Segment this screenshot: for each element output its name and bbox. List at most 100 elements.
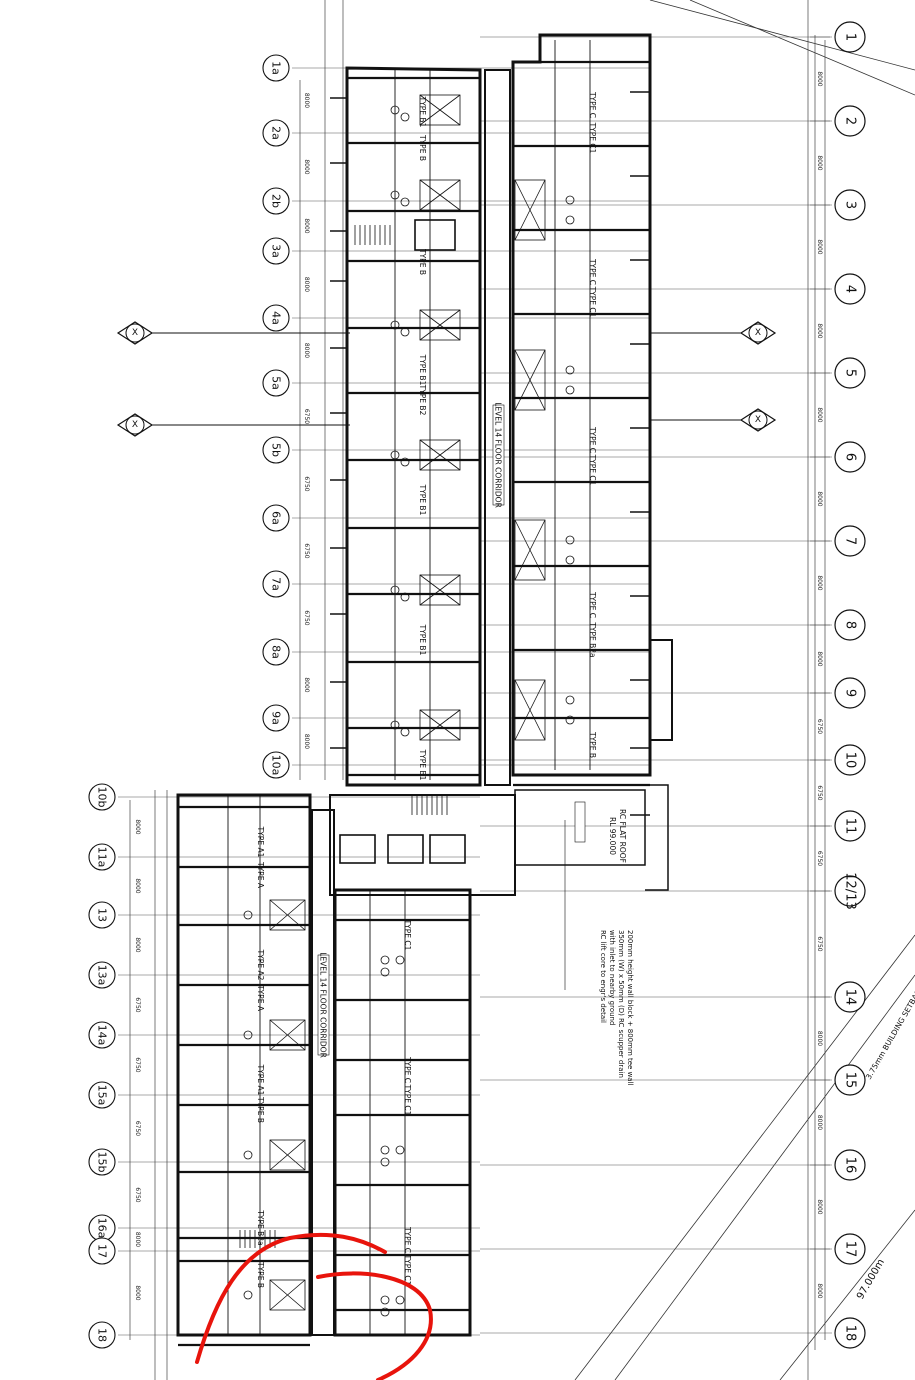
roof-edge <box>645 784 669 891</box>
unit-type-label: TYPE C1 <box>403 1254 412 1286</box>
wc-fixture <box>380 1307 390 1317</box>
grid-bubble-label: 11 <box>843 818 858 835</box>
section-marker-label: X <box>755 415 761 425</box>
shaft-cross <box>419 179 461 211</box>
grid-bubble-label: 15 <box>843 1072 858 1089</box>
grid-bubble: 15 <box>834 1064 866 1096</box>
unit-type-label: TYPE B <box>588 731 597 758</box>
unit-type-label: TYPE B <box>256 1096 265 1123</box>
service-shaft <box>419 439 461 471</box>
dim-label: 8000 <box>303 343 310 358</box>
grid-bubble-label: 11a <box>96 847 109 868</box>
grid-bubble: 2b <box>262 187 290 215</box>
dim-label: 8000 <box>816 155 823 170</box>
grid-bubble: 1 <box>834 21 866 53</box>
dim-label: 6750 <box>303 476 310 491</box>
vertical-guide-lines <box>129 0 826 1380</box>
grid-bubble: 4a <box>262 304 290 332</box>
grid-bubble-circle <box>88 1021 116 1049</box>
rc-roof-zone <box>514 789 646 866</box>
grid-bubble-label: 16 <box>843 1157 858 1174</box>
unit-type-label: TYPE B <box>256 1261 265 1288</box>
section-marker-label: X <box>132 420 138 430</box>
grid-bubble: 9 <box>834 677 866 709</box>
dim-label: 6750 <box>134 1057 141 1072</box>
lift-car <box>339 834 376 864</box>
note-3: with inlet to nearby ground <box>608 930 616 1025</box>
grid-bubble-label: 17 <box>96 1244 109 1258</box>
grid-bubble-circle <box>262 638 290 666</box>
unit-type-label: TYPE C1 <box>403 919 412 951</box>
grid-bubble-label: 2b <box>270 194 283 208</box>
grid-bubble-circle <box>262 187 290 215</box>
service-shaft <box>419 309 461 341</box>
grid-bubble: 14 <box>834 981 866 1013</box>
unit-type-label: TYPE C1 <box>403 1084 412 1116</box>
grid-bubble-circle <box>834 273 866 305</box>
shaft-cross <box>269 1139 306 1171</box>
wc-fixture <box>400 457 410 467</box>
section-marker: X <box>650 321 777 345</box>
wc-fixture <box>390 720 400 730</box>
grid-bubble: 6 <box>834 441 866 473</box>
grid-bubble-label: 14 <box>843 989 858 1006</box>
grid-bubble-circle <box>834 609 866 641</box>
wc-fixture <box>395 955 405 965</box>
grid-bubble-circle <box>834 1149 866 1181</box>
grid-bubbles-left: 1a2a2b3a4a5a5b6a7a8a9a10a10b11a1313a14a1… <box>88 54 290 1349</box>
grid-bubble: 9a <box>262 704 290 732</box>
grid-bubble-label: 8 <box>843 621 858 629</box>
rc-roof-sub-text: RL 99.000 <box>608 817 617 855</box>
grid-bubble-circle <box>262 704 290 732</box>
unit-type-label: TYPE A <box>256 861 265 889</box>
shaft-cross <box>419 709 461 741</box>
service-shaft <box>514 179 546 241</box>
service-shaft <box>269 899 306 931</box>
grid-bubble-label: 9 <box>843 689 858 697</box>
red-markup <box>195 1232 433 1380</box>
unit-type-label: TYPE C1 <box>588 286 597 318</box>
setback-lines <box>574 0 915 1380</box>
wc-fixture <box>243 1290 253 1300</box>
service-shaft <box>419 574 461 606</box>
grid-bubble-circle <box>262 436 290 464</box>
grid-bubble-label: 13a <box>96 965 109 986</box>
grid-bubble-label: 15a <box>96 1085 109 1106</box>
wc-fixture <box>243 1150 253 1160</box>
grid-bubble: 3a <box>262 237 290 265</box>
dim-label: 8000 <box>816 575 823 590</box>
grid-bubble-label: 7 <box>843 537 858 545</box>
grid-bubble-label: 1 <box>843 33 858 41</box>
unit-type-label: TYPE B <box>418 134 427 161</box>
note-1: 200mm height wall block + 800mm tee wall <box>626 930 634 1086</box>
shaft-cross <box>269 1019 306 1051</box>
unit-type-label: TYPE A1 <box>256 1064 265 1096</box>
grid-bubble: 12/13 <box>834 872 866 910</box>
grid-bubble-label: 9a <box>270 711 283 725</box>
grid-bubble: 2a <box>262 119 290 147</box>
grid-bubble-label: 5 <box>843 369 858 377</box>
grid-bubble-circle <box>262 119 290 147</box>
wc-fixture <box>395 1145 405 1155</box>
unit-type-label: TYPE B2 <box>418 384 427 416</box>
wc-fixture <box>565 385 575 395</box>
grid-bubble-circle <box>834 21 866 53</box>
dim-label: 8000 <box>303 218 310 233</box>
lift-car <box>429 834 466 864</box>
service-shaft <box>419 709 461 741</box>
bay-projection <box>650 639 673 741</box>
dim-label: 6750 <box>303 610 310 625</box>
unit-type-label: TYPE C <box>588 91 597 118</box>
wc-fixture <box>400 112 410 122</box>
grid-bubble: 16 <box>834 1149 866 1181</box>
dim-label: 8000 <box>303 93 310 108</box>
grid-bubble: 7a <box>262 570 290 598</box>
unit-type-label: TYPE B <box>418 248 427 275</box>
corridor-label-lower: LEVEL 14 FLOOR CORRIDOR <box>317 952 330 1058</box>
wc-fixture <box>243 910 253 920</box>
wc-fixture <box>400 592 410 602</box>
unit-type-label: TYPE B2a <box>588 621 597 657</box>
wc-fixture <box>390 190 400 200</box>
